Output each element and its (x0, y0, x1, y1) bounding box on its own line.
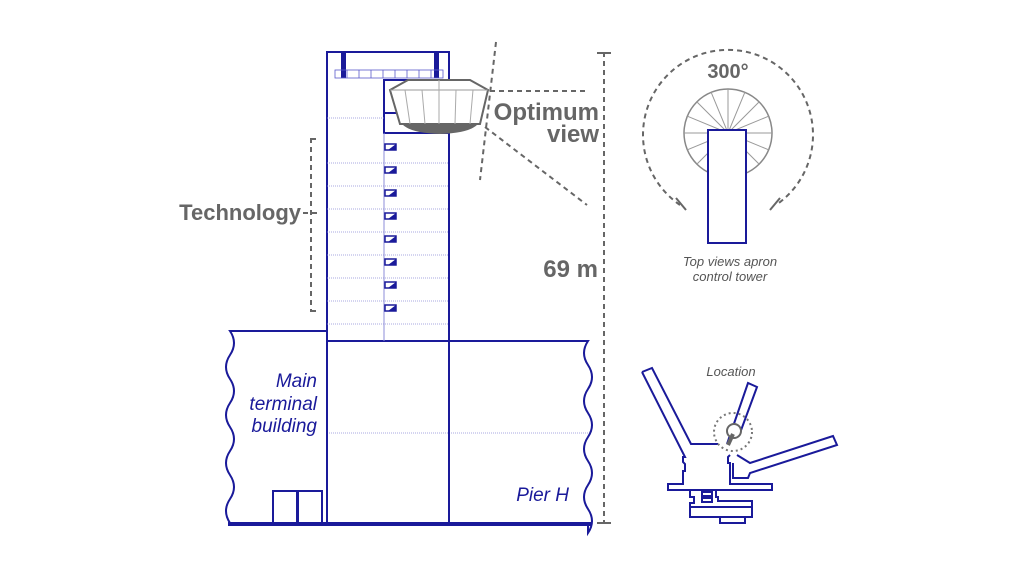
window-fill (388, 144, 396, 150)
technology-label: Technology (179, 200, 302, 225)
height-dimension (597, 52, 611, 524)
control-cab (388, 79, 490, 134)
main-terminal-label: Main (276, 371, 317, 392)
optimum-view-label-2: view (547, 121, 599, 148)
location-label: Location (706, 364, 755, 379)
window-fill (388, 259, 396, 265)
view-ray (710, 92, 729, 134)
top-view-caption-2: control tower (693, 269, 768, 284)
window-fill (388, 213, 396, 219)
view-ray (696, 101, 729, 134)
pier-h-label: Pier H (516, 485, 569, 506)
door (272, 490, 298, 525)
optimum-view-lines (479, 41, 588, 206)
location-map (641, 366, 839, 524)
technology-windows (384, 143, 397, 312)
view-ray (727, 101, 760, 134)
location-marker (713, 412, 753, 452)
top-view-caption: Top views apron (683, 254, 777, 269)
view-ray (727, 92, 746, 134)
optimum-view-label: Optimum (494, 99, 599, 126)
window-fill (388, 305, 396, 311)
tower (326, 51, 490, 524)
main-terminal-label-2: terminal (249, 394, 317, 415)
height-label: 69 m (543, 256, 598, 283)
window-fill (388, 167, 396, 173)
door (297, 490, 323, 525)
technology-bracket (303, 138, 318, 312)
roof-lattice (334, 69, 444, 79)
top-view (642, 48, 814, 244)
main-terminal-label-3: building (252, 416, 318, 437)
window-fill (388, 282, 396, 288)
window-fill (388, 236, 396, 242)
floor-lines (327, 117, 449, 325)
window-fill (388, 190, 396, 196)
angle-label: 300° (707, 61, 748, 83)
